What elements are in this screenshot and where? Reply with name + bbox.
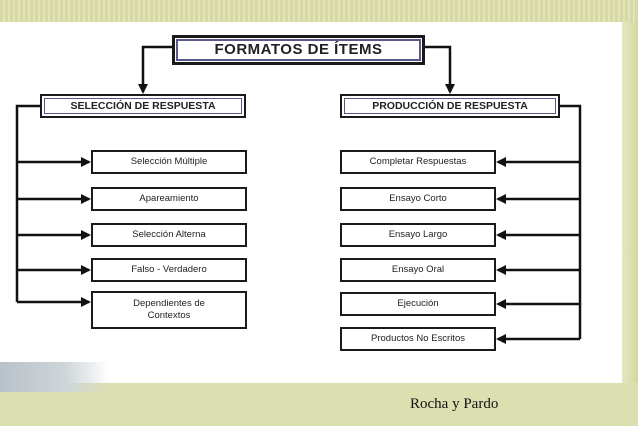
diagram-title-box: FORMATOS DE ÍTEMS <box>172 35 425 65</box>
left-item-label: Selección Alterna <box>132 229 206 240</box>
left-item-label: Apareamiento <box>139 193 199 204</box>
title-to-left-connector <box>138 45 172 94</box>
left-header-label: SELECCIÓN DE RESPUESTA <box>70 100 216 112</box>
right-item-label: Productos No Escritos <box>371 333 465 344</box>
right-item-label: Ensayo Oral <box>391 264 445 275</box>
decorative-swoosh <box>0 362 110 392</box>
connector-lines <box>15 45 582 344</box>
right-item-label: Ejecución <box>397 298 439 309</box>
right-item-box: Completar Respuestas <box>340 150 496 174</box>
left-item-box: Selección Alterna <box>91 223 247 247</box>
left-item-box: Dependientes de Contextos <box>91 291 247 329</box>
top-decorative-band <box>0 0 638 22</box>
left-item-label: Falso - Verdadero <box>131 264 207 275</box>
title-to-right-connector <box>425 45 455 94</box>
left-header-box: SELECCIÓN DE RESPUESTA <box>40 94 246 118</box>
right-trunk <box>560 104 582 339</box>
right-item-box: Ensayo Oral <box>340 258 496 282</box>
left-item-label: Selección Múltiple <box>130 156 208 167</box>
left-item-box: Falso - Verdadero <box>91 258 247 282</box>
right-item-box: Ensayo Largo <box>340 223 496 247</box>
right-item-box: Ejecución <box>340 292 496 316</box>
right-item-box: Ensayo Corto <box>340 187 496 211</box>
left-trunk <box>15 104 40 302</box>
left-item-box: Selección Múltiple <box>91 150 247 174</box>
right-item-box: Productos No Escritos <box>340 327 496 351</box>
source-credit: Rocha y Pardo <box>410 396 499 412</box>
right-decorative-edge <box>622 22 638 383</box>
diagram-title: FORMATOS DE ÍTEMS <box>214 41 383 58</box>
left-item-box: Apareamiento <box>91 187 247 211</box>
right-header-box: PRODUCCIÓN DE RESPUESTA <box>340 94 560 118</box>
right-header-label: PRODUCCIÓN DE RESPUESTA <box>372 100 528 112</box>
left-item-label: Dependientes de Contextos <box>133 298 205 321</box>
right-item-label: Ensayo Corto <box>389 193 447 204</box>
right-item-label: Completar Respuestas <box>369 156 467 167</box>
right-item-label: Ensayo Largo <box>388 229 448 240</box>
